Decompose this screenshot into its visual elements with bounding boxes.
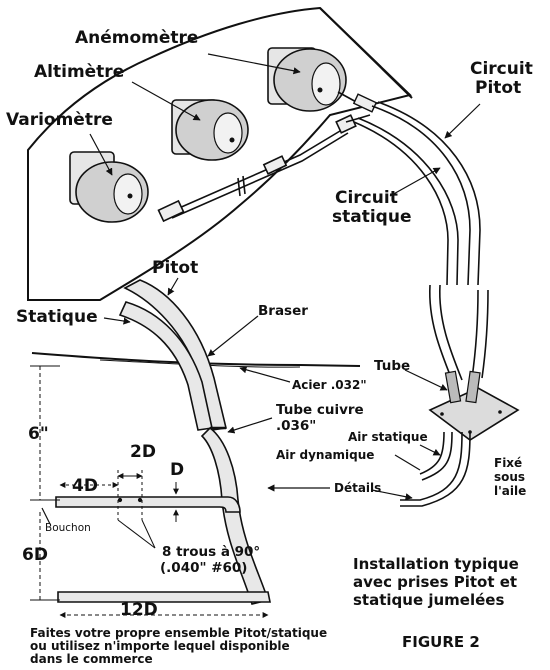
label-fixe-1: Fixé [494, 456, 523, 470]
caption-line-2: avec prises Pitot et [353, 573, 518, 591]
label-bouchon: Bouchon [45, 522, 91, 534]
leader-lines [41, 53, 481, 525]
label-variometre: Variomètre [6, 110, 113, 130]
label-anemometre: Anémomètre [75, 28, 199, 48]
label-fixe-2: sous [494, 470, 526, 484]
note-line-2: ou utilisez n'importe lequel disponible [30, 639, 290, 653]
label-circuit-pitot-1: Circuit [470, 59, 533, 79]
static-line [157, 114, 371, 223]
variometre-instrument [69, 151, 149, 223]
label-acier: Acier .032" [292, 378, 367, 392]
dim-trous-1: 8 trous à 90° [162, 544, 261, 560]
label-air-statique: Air statique [348, 430, 428, 444]
anemometre-instrument [267, 47, 378, 113]
dim-four-d: 4D [72, 476, 98, 496]
label-air-dynamique: Air dynamique [276, 448, 375, 462]
label-braser: Braser [258, 303, 308, 319]
figure-label: FIGURE 2 [402, 633, 480, 651]
label-tube-cuivre-2: .036" [276, 418, 317, 434]
label-circuit-statique-1: Circuit [335, 188, 398, 208]
label-statique: Statique [16, 307, 98, 327]
dim-trous-2: (.040" #60) [160, 560, 248, 576]
dim-six-d: 6D [22, 545, 48, 565]
note-line-3: dans le commerce [30, 652, 153, 666]
label-pitot: Pitot [152, 258, 199, 278]
note-line-1: Faites votre propre ensemble Pitot/stati… [30, 626, 328, 640]
label-details: Détails [334, 481, 382, 495]
dim-six-inch: 6" [28, 424, 49, 444]
label-tube-cuivre-1: Tube cuivre [276, 402, 364, 418]
caption-line-3: statique jumelées [353, 591, 505, 609]
dim-twelve-d: 12D [120, 600, 158, 620]
tubing [353, 101, 489, 381]
label-circuit-statique-2: statique [332, 207, 412, 227]
dimension-lines [30, 365, 269, 618]
label-circuit-pitot-2: Pitot [475, 78, 522, 98]
altimetre-instrument [171, 99, 249, 161]
dim-d: D [170, 460, 185, 480]
label-tube: Tube [374, 358, 411, 374]
label-altimetre: Altimètre [34, 62, 125, 82]
dim-two-d: 2D [130, 442, 156, 462]
label-fixe-3: l'aile [494, 484, 527, 498]
caption-line-1: Installation typique [353, 555, 519, 573]
pitot-probe [55, 279, 271, 605]
wing-mount-plate [400, 370, 520, 507]
